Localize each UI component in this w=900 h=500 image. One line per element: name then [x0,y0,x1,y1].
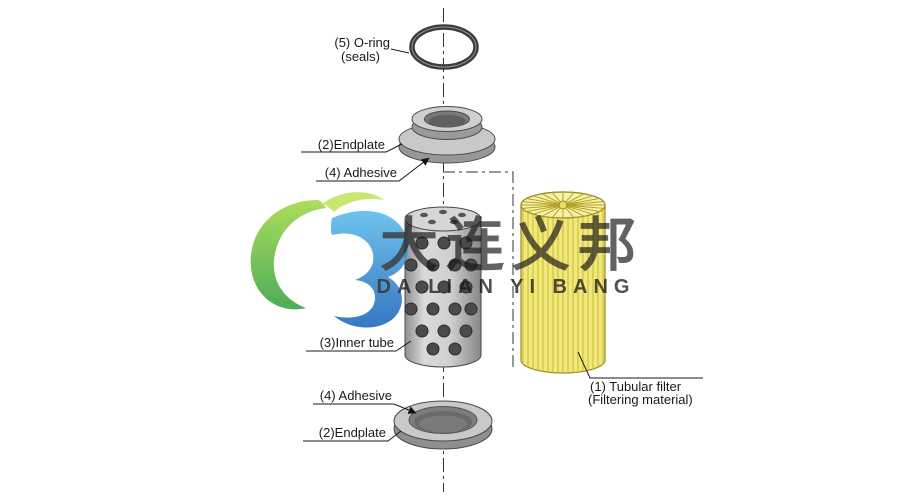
watermark: 大连义邦 DA LIAN YI BANG [250,192,644,328]
bottom-endplate [393,400,493,450]
label-endplate-bottom: (2)Endplate [319,425,386,440]
label-endplate-top: (2)Endplate [318,137,385,152]
labels: (5) O-ring (seals) (2)Endplate (4) Adhes… [318,35,693,440]
label-o-ring: (5) O-ring [334,35,390,50]
label-adhesive-bottom: (4) Adhesive [320,388,392,403]
watermark-english-text: DA LIAN YI BANG [377,276,636,298]
leader-lines [301,48,703,442]
label-adhesive-top: (4) Adhesive [325,165,397,180]
tubular-filter [520,191,606,374]
leader-adhesive-top [316,157,430,182]
dalian-yibang-logo [250,192,408,328]
tube-perforations [404,236,478,356]
logo-blue-swirl [330,210,408,328]
leader-filter [577,351,703,379]
leader-endplate-top [301,143,403,153]
logo-light-leaf [322,192,384,212]
leader-adhesive-bottom [313,403,417,414]
logo-green-leaf [250,200,326,310]
top-endplate [398,106,496,164]
o-ring [409,24,479,70]
inner-tube [404,206,482,368]
leader-inner-tube [306,340,412,352]
label-filtering-material: (Filtering material) [588,392,693,407]
filter-axis-line [443,171,514,371]
filter-pleats [522,192,604,373]
label-inner-tube: (3)Inner tube [320,335,394,350]
tube-face-perforations [420,209,466,225]
label-o-ring-2: (seals) [341,49,380,64]
watermark-chinese-text: 大连义邦 [380,213,644,278]
leader-o-ring [390,48,410,54]
label-tubular-filter: (1) Tubular filter [590,379,682,394]
leader-endplate-bottom [303,430,402,442]
